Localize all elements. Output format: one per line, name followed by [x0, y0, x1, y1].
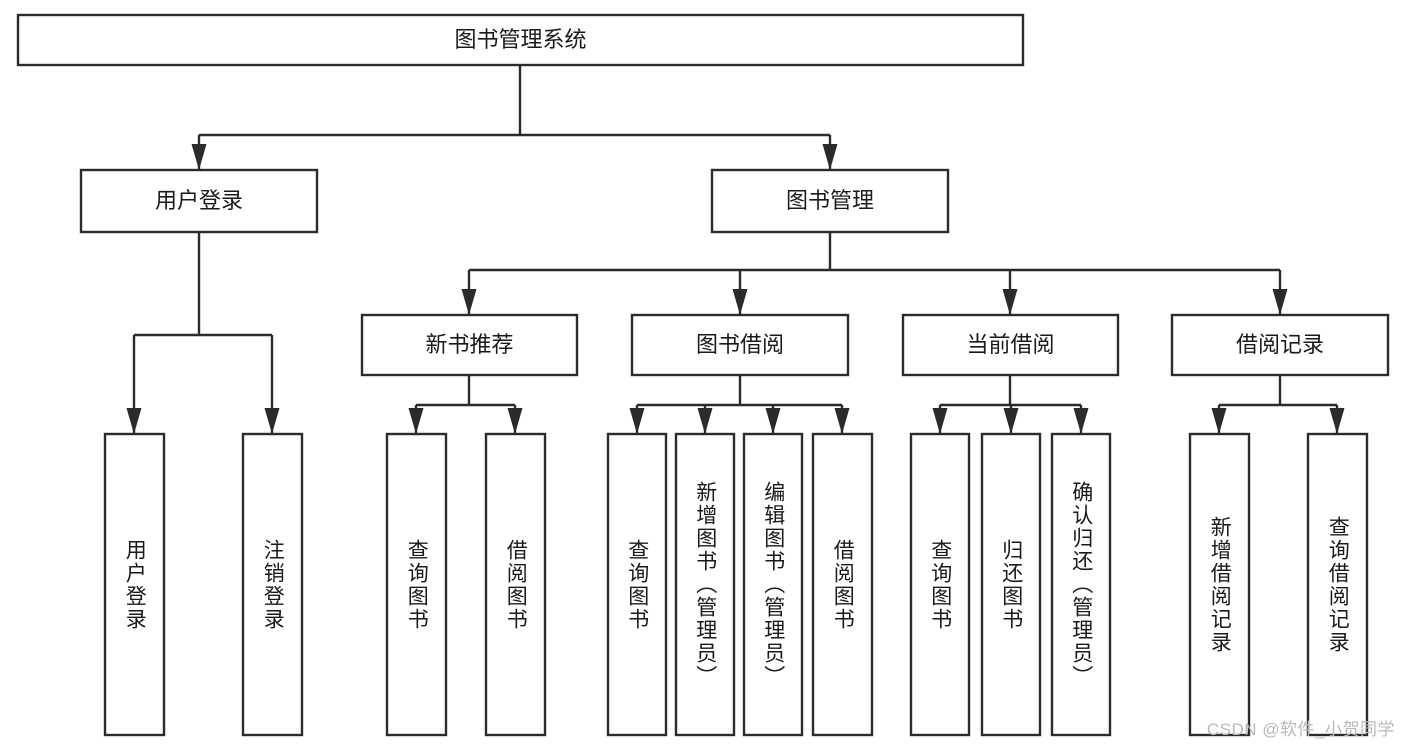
node-用户登录-l2-0[interactable]: [79, 168, 319, 234]
leaf-node-6[interactable]: [742, 432, 804, 737]
arrow-down-icon-leaf-2-1: [1003, 408, 1019, 434]
leaf-node-7[interactable]: [811, 432, 874, 737]
arrow-down-icon-leaf-1-1: [697, 408, 713, 434]
node-当前借阅-l3-2[interactable]: [901, 313, 1120, 377]
node-新书推荐-l3-0[interactable]: [360, 313, 579, 377]
leaf-node-0[interactable]: [103, 432, 166, 737]
leaf-node-11[interactable]: [1188, 432, 1251, 737]
connector-lines-group: [126, 65, 1345, 434]
leaf-node-10[interactable]: [1050, 432, 1112, 737]
arrow-down-icon-leaf-1-3: [834, 408, 850, 434]
arrow-down-icon-leaf-3-1: [1329, 408, 1345, 434]
node-root-system[interactable]: [16, 13, 1025, 67]
node-图书借阅-l3-label-1: 图书借阅: [696, 332, 784, 357]
arrow-down-icon-login-0: [126, 408, 142, 434]
leaf-node-5[interactable]: [674, 432, 736, 737]
leaf-node-12[interactable]: [1306, 432, 1369, 737]
arrow-down-icon-leaf-2-2: [1073, 408, 1089, 434]
node-boxes-group: [16, 13, 1390, 737]
leaf-node-1[interactable]: [241, 432, 304, 737]
arrow-down-icon-root-0: [191, 144, 207, 170]
leaf-node-2[interactable]: [385, 432, 448, 737]
arrow-down-icon-leaf-1-0: [629, 408, 645, 434]
node-图书管理-l2-1[interactable]: [710, 168, 950, 234]
arrow-down-icon-books-2: [1002, 289, 1018, 315]
arrow-down-icon-leaf-1-2: [765, 408, 781, 434]
node-root-system-label: 图书管理系统: [454, 27, 586, 52]
node-当前借阅-l3-label-2: 当前借阅: [966, 332, 1054, 357]
arrow-down-icon-login-1: [264, 408, 280, 434]
leaf-node-9[interactable]: [980, 432, 1042, 737]
leaf-node-3[interactable]: [484, 432, 547, 737]
arrow-down-icon-root-1: [822, 144, 838, 170]
node-借阅记录-l3-3[interactable]: [1170, 313, 1390, 377]
arrow-down-icon-books-0: [461, 289, 477, 315]
arrow-down-icon-leaf-2-0: [932, 408, 948, 434]
arrow-down-icon-books-3: [1272, 289, 1288, 315]
node-用户登录-l2-label-0: 用户登录: [155, 188, 243, 213]
arrow-down-icon-leaf-0-1: [507, 408, 523, 434]
csdn-watermark: CSDN @软件_小贺同学: [1206, 720, 1395, 739]
leaf-node-8[interactable]: [909, 432, 971, 737]
node-图书管理-l2-label-1: 图书管理: [786, 188, 874, 213]
arrow-down-icon-books-1: [732, 289, 748, 315]
leaf-node-4[interactable]: [606, 432, 668, 737]
arrow-down-icon-leaf-3-0: [1211, 408, 1227, 434]
node-借阅记录-l3-label-3: 借阅记录: [1236, 332, 1324, 357]
arrow-down-icon-leaf-0-0: [408, 408, 424, 434]
node-新书推荐-l3-label-0: 新书推荐: [425, 332, 513, 357]
node-图书借阅-l3-1[interactable]: [630, 313, 850, 377]
